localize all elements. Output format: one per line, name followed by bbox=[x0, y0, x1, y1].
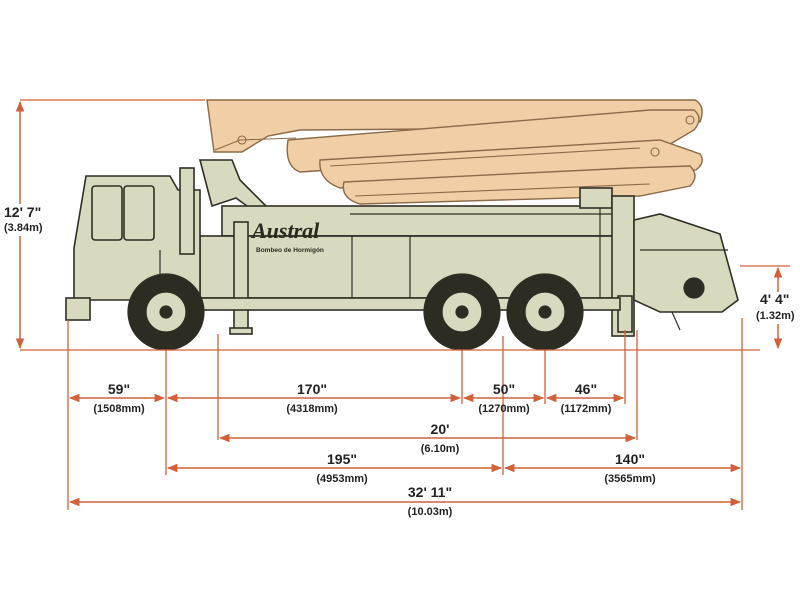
label-overall-length: 32' 11" (10.03m) bbox=[408, 484, 453, 518]
label-front-overhang: 59" (1508mm) bbox=[93, 381, 145, 415]
label-tandem-spacing: 50" (1270mm) bbox=[478, 381, 530, 415]
hopper bbox=[633, 213, 739, 313]
wheels bbox=[127, 273, 584, 351]
label-outrigger-span: 20' (6.10m) bbox=[421, 421, 460, 455]
svg-text:(1270mm): (1270mm) bbox=[478, 403, 530, 415]
svg-text:(4953mm): (4953mm) bbox=[316, 473, 368, 485]
exhaust-stack bbox=[179, 167, 195, 255]
svg-text:(1172mm): (1172mm) bbox=[561, 403, 612, 415]
label-cab-to-axle: 170" (4318mm) bbox=[286, 381, 338, 415]
dimension-labels: 12' 7" (3.84m) 4' 4" (1.32m) 59" (1508mm… bbox=[2, 204, 800, 518]
label-rear-height: 4' 4" (1.32m) bbox=[754, 291, 800, 324]
svg-text:(3.84m): (3.84m) bbox=[4, 222, 43, 234]
svg-text:140": 140" bbox=[615, 451, 645, 467]
svg-text:(4318mm): (4318mm) bbox=[286, 403, 338, 415]
svg-text:46": 46" bbox=[575, 381, 597, 397]
label-wheelbase: 195" (4953mm) bbox=[316, 451, 368, 485]
svg-text:20': 20' bbox=[431, 421, 450, 437]
brand-logo: Austral Bombeo de Hormigón bbox=[250, 218, 324, 254]
boom-section-3 bbox=[319, 139, 703, 189]
svg-text:(6.10m): (6.10m) bbox=[421, 443, 460, 455]
svg-text:(3565mm): (3565mm) bbox=[604, 473, 656, 485]
svg-text:32' 11": 32' 11" bbox=[408, 484, 452, 500]
hopper-wheel bbox=[683, 277, 705, 299]
svg-text:59": 59" bbox=[108, 381, 130, 397]
wheel-rear-1 bbox=[423, 273, 501, 351]
svg-text:4' 4": 4' 4" bbox=[760, 291, 789, 307]
brand-tagline: Bombeo de Hormigón bbox=[256, 247, 324, 254]
label-rear-overhang: 140" (3565mm) bbox=[604, 451, 656, 485]
wheel-rear-2 bbox=[506, 273, 584, 351]
svg-text:12' 7": 12' 7" bbox=[4, 204, 41, 220]
svg-text:170": 170" bbox=[297, 381, 327, 397]
svg-text:195": 195" bbox=[327, 451, 357, 467]
label-rear-axle-to-frame: 46" (1172mm) bbox=[561, 381, 612, 415]
dimension-arrows bbox=[15, 100, 783, 507]
cab bbox=[65, 167, 201, 321]
brand-name: Austral bbox=[250, 218, 320, 243]
label-overall-height: 12' 7" (3.84m) bbox=[2, 204, 50, 236]
svg-text:(10.03m): (10.03m) bbox=[408, 506, 453, 518]
boom bbox=[206, 99, 703, 205]
svg-text:(1.32m): (1.32m) bbox=[756, 310, 795, 322]
svg-text:(1508mm): (1508mm) bbox=[93, 403, 145, 415]
cab-window-right bbox=[123, 185, 155, 241]
wheel-front bbox=[127, 273, 205, 351]
svg-text:50": 50" bbox=[493, 381, 515, 397]
reference-lines bbox=[20, 99, 790, 510]
cab-window-left bbox=[91, 185, 123, 241]
